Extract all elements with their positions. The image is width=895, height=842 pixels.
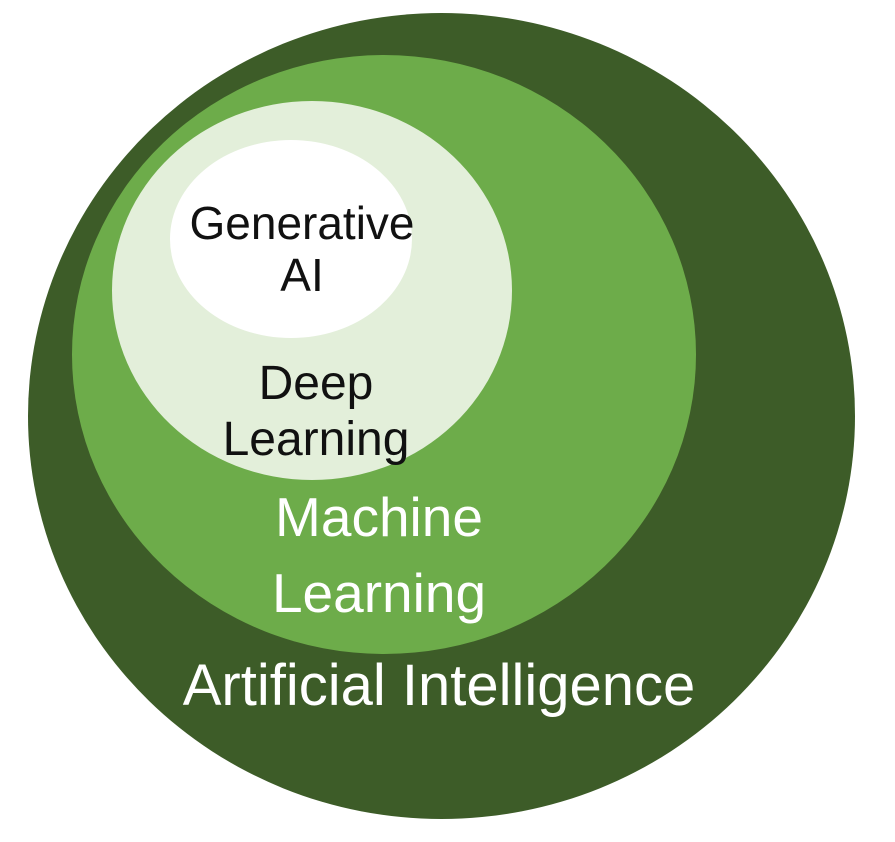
generative-ai-label-line1: Generative xyxy=(189,197,415,249)
deep-learning-label: Deep Learning xyxy=(223,356,410,468)
machine-learning-label: Machine Learning xyxy=(272,479,486,631)
artificial-intelligence-label-line1: Artificial Intelligence xyxy=(182,653,696,718)
artificial-intelligence-label: Artificial Intelligence xyxy=(183,651,696,721)
machine-learning-label-line2: Learning xyxy=(271,562,487,624)
generative-ai-circle xyxy=(170,140,412,338)
generative-ai-label: Generative AI xyxy=(189,197,414,301)
deep-learning-label-line2: Learning xyxy=(222,413,410,466)
deep-learning-label-line1: Deep xyxy=(258,357,374,410)
generative-ai-label-line2: AI xyxy=(280,249,324,301)
machine-learning-label-line1: Machine xyxy=(275,486,483,548)
